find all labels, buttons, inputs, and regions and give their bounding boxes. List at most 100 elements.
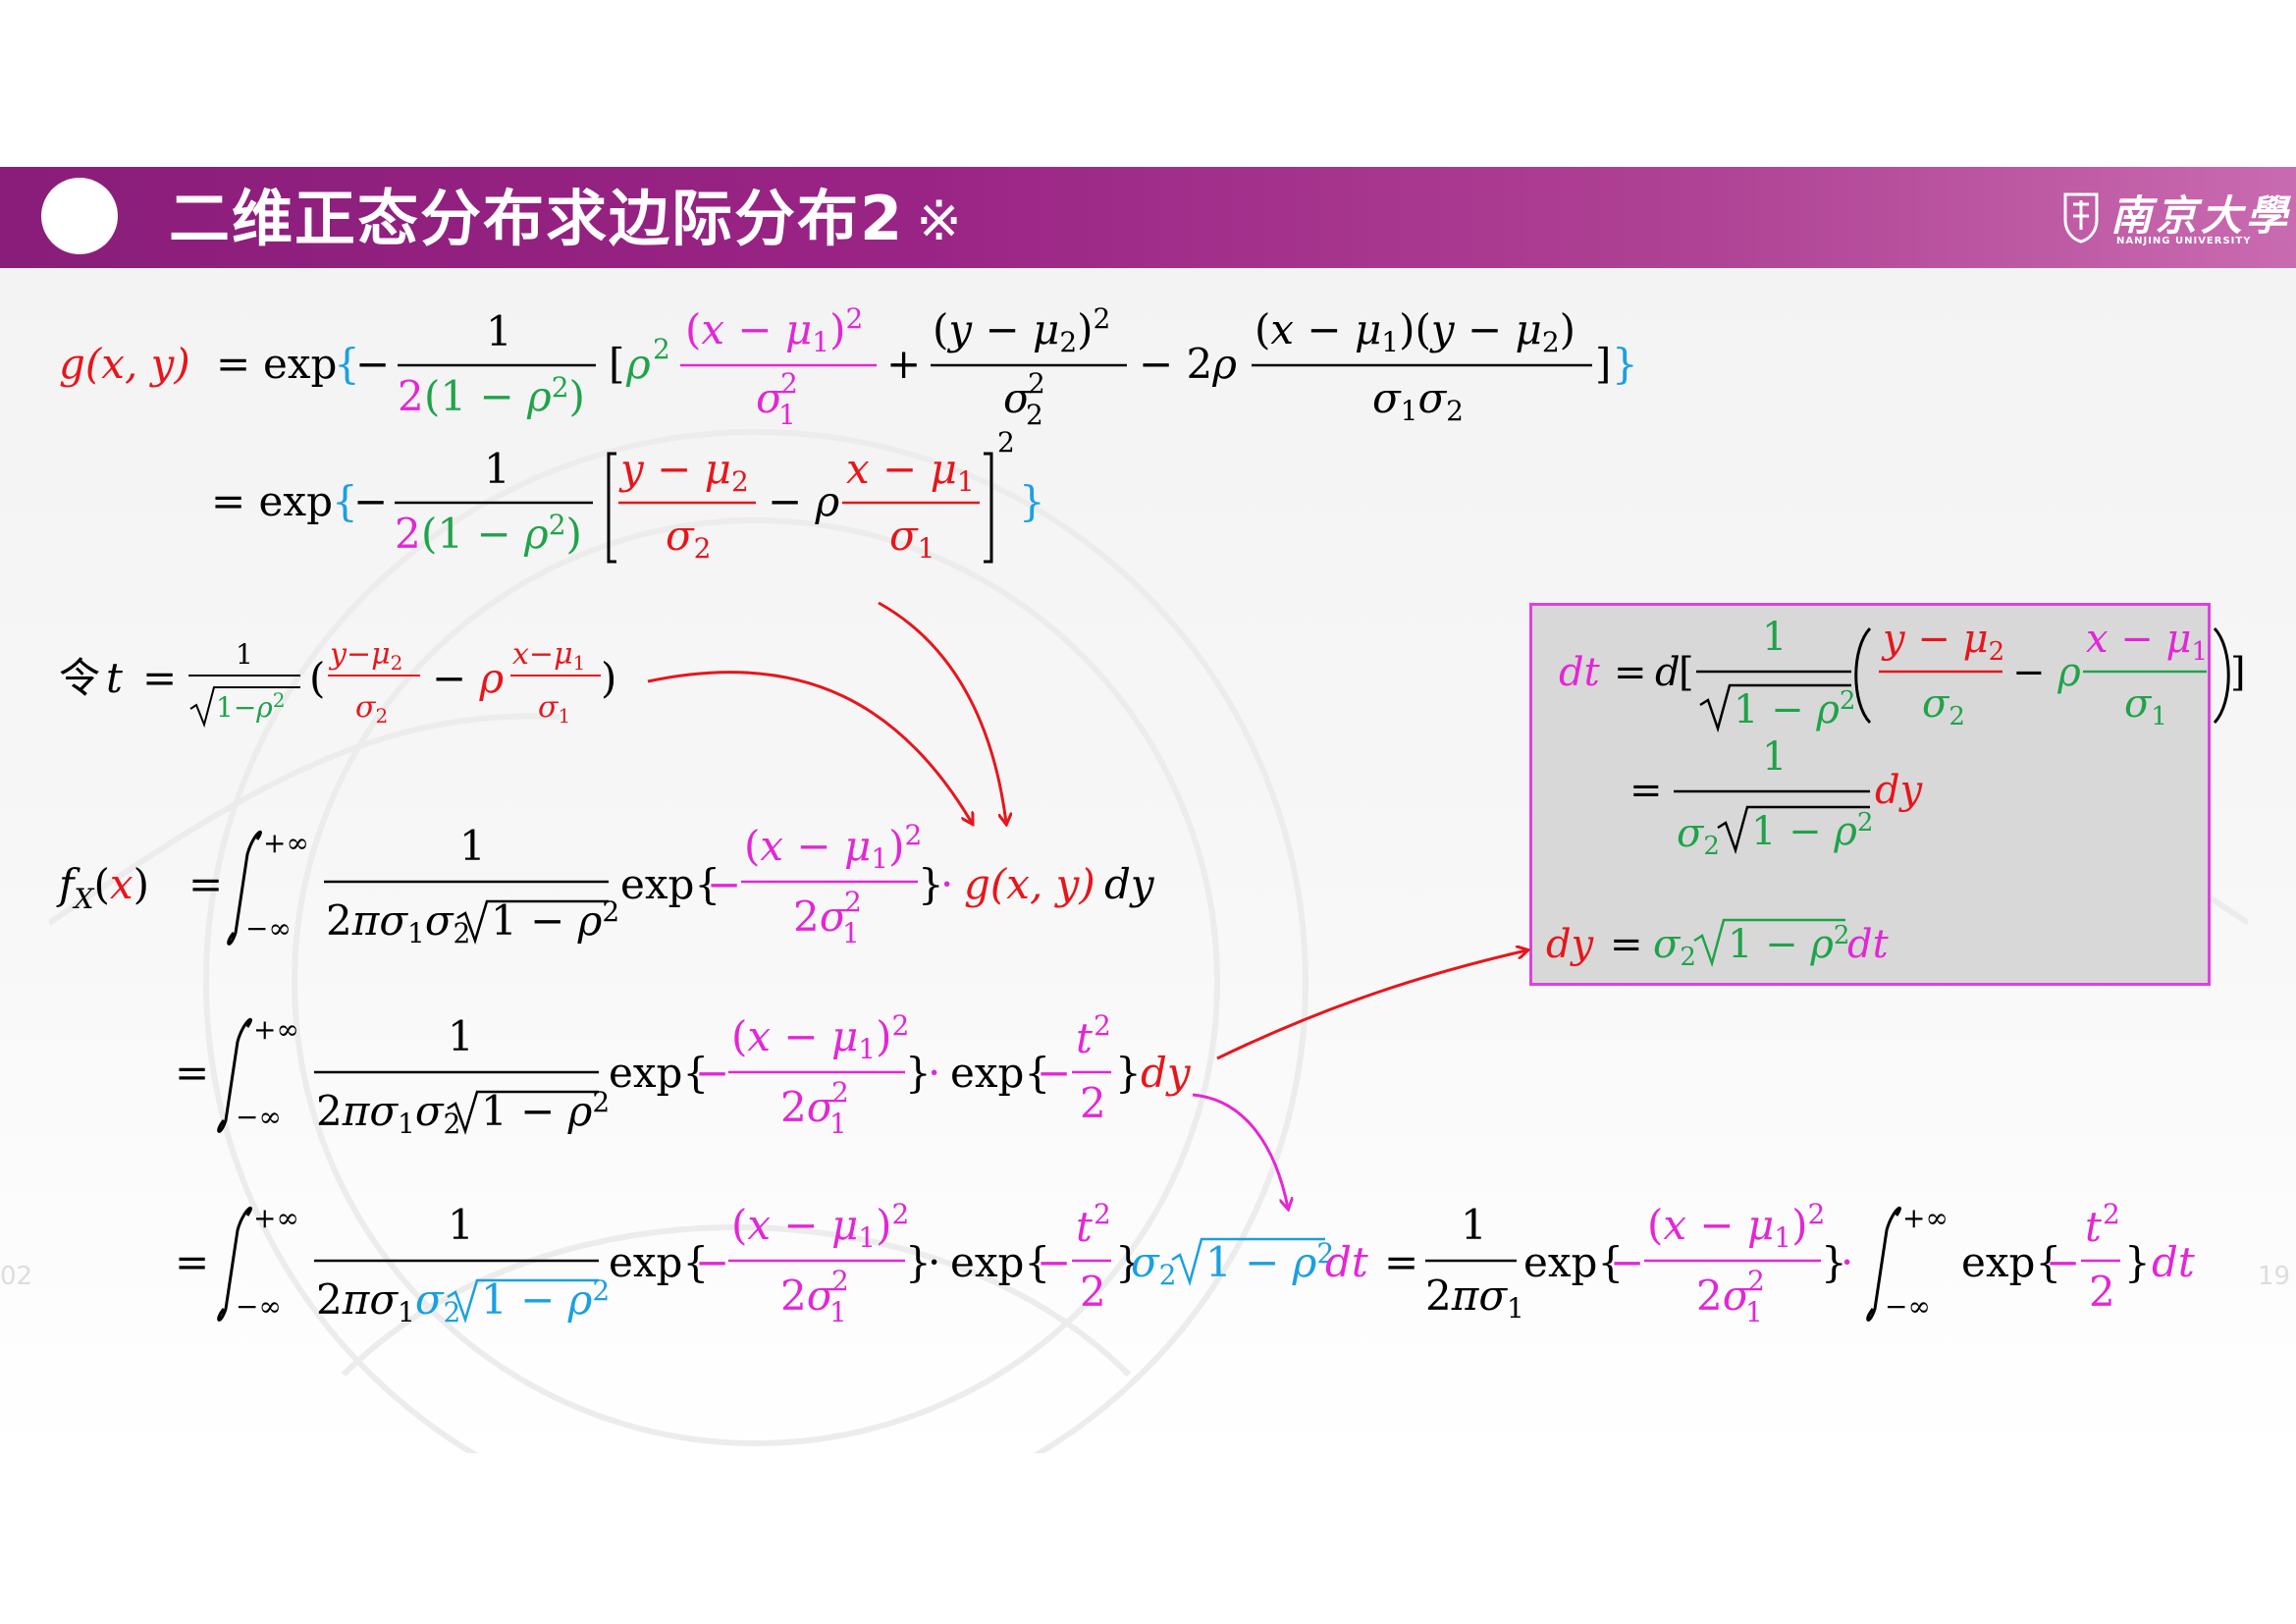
svg-text:1: 1 <box>1461 1201 1487 1249</box>
svg-text:]: ] <box>2230 650 2246 695</box>
svg-text:x − μ1: x − μ1 <box>2086 617 2208 667</box>
svg-text:−∞: −∞ <box>236 1101 282 1133</box>
equation-marginal-line1: fX(x) = +∞ −∞ 1 2πσ1σ2 1 − ρ2 exp{ − (x … <box>56 819 1155 949</box>
svg-text:exp{: exp{ <box>609 1238 709 1286</box>
svg-text:1: 1 <box>1762 734 1787 780</box>
svg-text:g(x, y): g(x, y) <box>964 860 1095 908</box>
svg-text:2: 2 <box>395 510 421 558</box>
svg-text:1 − ρ2: 1 − ρ2 <box>481 1274 610 1324</box>
nanjing-university-logo: 南京大學 NANJING UNIVERSITY <box>2061 187 2287 255</box>
slide-title-text: 二维正态分布求边际分布2 <box>169 183 905 254</box>
svg-text:=: = <box>1384 1238 1418 1286</box>
svg-text:exp{: exp{ <box>1523 1238 1624 1286</box>
svg-text:−: − <box>353 477 388 525</box>
svg-text:σ1: σ1 <box>538 690 570 728</box>
arrow-dy-to-box <box>1216 950 1526 1060</box>
svg-text:σ2: σ2 <box>355 690 388 728</box>
svg-text:σ2: σ2 <box>1677 811 1720 861</box>
annotation-arrows <box>647 601 1526 1208</box>
svg-text:2πσ1σ2: 2πσ1σ2 <box>316 1275 460 1328</box>
svg-text:σ2: σ2 <box>1922 681 1965 731</box>
svg-text:2: 2 <box>1094 1009 1111 1042</box>
svg-text:t: t <box>106 654 123 702</box>
left-brace: { <box>334 340 360 388</box>
svg-text:dy: dy <box>1141 1049 1192 1097</box>
svg-text:2πσ1σ2: 2πσ1σ2 <box>316 1087 460 1140</box>
svg-text:}: } <box>905 1049 932 1097</box>
page-number-left: 02 <box>0 1262 33 1291</box>
svg-text:− 2ρ: − 2ρ <box>1139 340 1237 388</box>
svg-text:=: = <box>1610 922 1643 967</box>
svg-text:}: } <box>1115 1049 1142 1097</box>
svg-text:=: = <box>175 1049 209 1097</box>
svg-text:dt: dt <box>2152 1238 2195 1286</box>
svg-text:σ1: σ1 <box>889 512 935 565</box>
svg-text:dy: dy <box>1546 922 1595 967</box>
frac-numerator-1: 1 <box>486 307 512 355</box>
svg-text:}: } <box>2124 1238 2151 1286</box>
svg-text:1 − ρ2: 1 − ρ2 <box>491 895 619 945</box>
svg-text:2: 2 <box>844 886 862 918</box>
svg-text:t: t <box>2085 1203 2102 1251</box>
svg-text:}: } <box>1821 1238 1847 1286</box>
arrow-t-to-g <box>647 671 972 823</box>
svg-text:2: 2 <box>1080 1268 1106 1316</box>
title-mark: ※ <box>916 189 965 253</box>
svg-text:}: } <box>1115 1238 1142 1286</box>
svg-text:(x − μ1)2: (x − μ1)2 <box>1647 1198 1825 1254</box>
logo-emblem-icon <box>2063 192 2099 244</box>
svg-text:x−μ1: x−μ1 <box>512 637 585 675</box>
svg-text:1: 1 <box>842 917 860 949</box>
exp-word: exp <box>263 340 337 388</box>
svg-text:2πσ1: 2πσ1 <box>1425 1272 1524 1325</box>
svg-text:): ) <box>601 654 616 702</box>
svg-text:1: 1 <box>778 399 796 431</box>
svg-text:}: } <box>1612 340 1638 388</box>
slide-title: 二维正态分布求边际分布2※ <box>169 177 964 260</box>
svg-text:2σ: 2σ <box>780 1083 836 1131</box>
equation-marginal-line2: = +∞ −∞ 1 2πσ1σ2 1 − ρ2 exp{ − (x − μ1)2… <box>175 1009 1192 1140</box>
svg-text:2: 2 <box>997 426 1015 459</box>
svg-text:−∞: −∞ <box>1885 1290 1931 1323</box>
svg-text:−: − <box>1037 1238 1071 1286</box>
logo-wordmark: 南京大學 <box>2110 191 2292 240</box>
svg-text:−: − <box>2046 1238 2080 1286</box>
svg-text:d: d <box>1655 650 1681 695</box>
svg-text:−∞: −∞ <box>236 1290 282 1323</box>
svg-text:2σ: 2σ <box>793 893 849 941</box>
svg-text:1: 1 <box>236 638 253 671</box>
svg-text:·: · <box>928 1049 940 1097</box>
svg-text:1: 1 <box>484 445 510 493</box>
svg-text:fX(x): fX(x) <box>56 860 149 915</box>
svg-text:− ρ: − ρ <box>432 654 505 702</box>
header-bullet-circle <box>41 178 118 254</box>
svg-text:2: 2 <box>1028 367 1045 400</box>
svg-text:ρ: ρ <box>625 340 651 388</box>
svg-text:exp{: exp{ <box>950 1049 1050 1097</box>
lower-limit: −∞ <box>245 912 292 945</box>
svg-text:exp{: exp{ <box>620 860 721 908</box>
svg-text:2σ: 2σ <box>1696 1272 1752 1320</box>
svg-text:exp{: exp{ <box>609 1049 709 1097</box>
svg-text:−: − <box>695 1049 729 1097</box>
svg-text:σ: σ <box>756 374 785 422</box>
svg-text:σ2: σ2 <box>1131 1238 1177 1291</box>
upper-limit: +∞ <box>263 827 309 859</box>
svg-text:y−μ2: y−μ2 <box>328 637 402 675</box>
svg-text:1: 1 <box>448 1201 474 1249</box>
svg-text:2σ: 2σ <box>780 1272 836 1320</box>
svg-text:+∞: +∞ <box>253 1202 299 1234</box>
svg-text:1: 1 <box>1745 1296 1763 1328</box>
svg-text:}: } <box>918 860 944 908</box>
svg-text:=: = <box>175 1238 209 1286</box>
header-bar <box>0 167 2296 268</box>
svg-text:1: 1 <box>1762 615 1787 660</box>
substitution-box <box>1529 603 2211 986</box>
svg-text:(1 − ρ2): (1 − ρ2) <box>421 509 582 558</box>
svg-text:2: 2 <box>1026 399 1043 431</box>
svg-text:= exp: = exp <box>211 477 333 525</box>
svg-text:(x − μ1)2: (x − μ1)2 <box>685 302 863 358</box>
svg-text:+∞: +∞ <box>253 1013 299 1046</box>
